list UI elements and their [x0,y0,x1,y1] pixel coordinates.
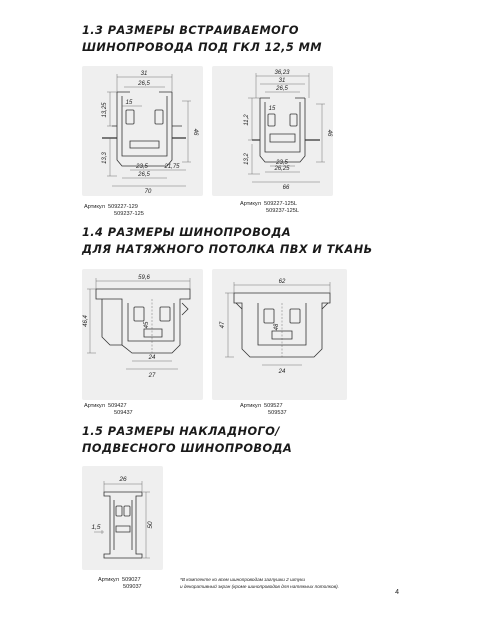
article-label: Артикул [84,403,105,409]
dim-label: 45 [144,321,150,328]
profile-drawing: 36,23 31 26,5 15 11,2 13,2 46 23,5 26,25… [244,70,332,191]
dim-label: 15 [126,100,133,106]
article-label: Артикул [84,204,105,210]
footnote-line: и декоративный экран (кроме шинопроводов… [180,583,339,589]
footnote-line: *В комплекте ко всем шинопроводам заглуш… [180,577,305,582]
article-caption: Артикул 509227-125L 509237-125L [240,201,299,215]
heading-line: 1.3 РАЗМЕРЫ ВСТРАИВАЕМОГО [82,24,299,37]
dim-label: 48 [274,323,280,330]
section-1-3-heading: 1.3 РАЗМЕРЫ ВСТРАИВАЕМОГО ШИНОПРОВОДА ПО… [82,22,322,56]
dim-label: 31 [279,78,286,84]
footnote: *В комплекте ко всем шинопроводам заглуш… [180,577,339,590]
dim-label: 26,5 [137,81,150,87]
dim-label: 24 [278,369,286,375]
article-number: 509427 [107,403,127,409]
dim-label: 11,2 [244,114,250,126]
dim-label: 23,5 [135,164,148,170]
article-number: 509537 [268,410,287,417]
dim-label: 46 [192,129,198,136]
heading-line: 1.5 РАЗМЕРЫ НАКЛАДНОГО/ [82,425,280,438]
article-caption: Артикул 509427 509437 [84,403,133,417]
article-number: 509227-129 [107,204,138,210]
dim-label: 1,5 [91,524,100,531]
dim-label: 13,25 [102,102,108,118]
dim-label: 50 [147,521,154,529]
heading-line: ПОДВЕСНОГО ШИНОПРОВОДА [82,442,293,455]
dim-label: 26,5 [137,172,150,178]
article-label: Артикул [240,201,261,207]
article-caption: Артикул 509227-129 509237-125 [84,204,144,218]
article-number: 509237-125 [114,211,144,218]
heading-line: ДЛЯ НАТЯЖНОГО ПОТОЛКА ПВХ И ТКАНЬ [82,243,373,256]
dim-label: 47 [220,321,226,328]
heading-line: 1.4 РАЗМЕРЫ ШИНОПРОВОДА [82,226,292,239]
dim-label: 62 [279,279,286,285]
section-1-5-heading: 1.5 РАЗМЕРЫ НАКЛАДНОГО/ ПОДВЕСНОГО ШИНОП… [82,423,292,457]
profile-drawing: 59,6 46,4 45 24 27 [83,275,191,379]
dim-label: 15 [269,106,276,112]
drawing-509427: 59,6 46,4 45 24 27 [82,269,203,400]
article-label: Артикул [240,403,261,409]
article-caption: Артикул 509027 509037 [98,577,142,591]
dim-label: 13,2 [244,153,250,165]
dim-label: 46,4 [83,315,89,327]
article-number: 509237-125L [266,208,299,215]
dim-label: 21,75 [163,164,180,170]
drawing-509227-129: 31 26,5 15 13,25 13,3 46 23,5 21,75 26,5… [82,66,203,196]
article-number: 509027 [121,577,141,583]
article-number: 509527 [263,403,283,409]
article-caption: Артикул 509527 509537 [240,403,287,417]
article-number: 509227-125L [263,201,297,207]
dim-label: 26,25 [273,166,290,172]
dim-label: 23,5 [275,160,288,166]
dim-label: 26,5 [275,86,288,92]
dim-label: 36,23 [274,70,290,76]
dim-label: 66 [283,185,290,191]
page-number: 4 [395,589,399,596]
dim-label: 59,6 [138,275,150,281]
profile-drawing: 26 1,5 50 [91,476,154,559]
drawing-509527: 62 47 48 24 [212,269,347,400]
dim-label: 13,3 [102,152,108,164]
dim-label: 27 [148,373,156,379]
dim-label: 26 [118,476,127,483]
heading-line: ШИНОПРОВОДА ПОД ГКЛ 12,5 ММ [82,41,322,54]
dim-label: 31 [141,71,148,77]
article-label: Артикул [98,577,119,583]
article-number: 509037 [123,584,142,591]
drawing-509227-125l: 36,23 31 26,5 15 11,2 13,2 46 23,5 26,25… [212,66,333,196]
profile-drawing: 31 26,5 15 13,25 13,3 46 23,5 21,75 26,5… [102,71,198,195]
dim-label: 46 [326,130,332,137]
drawing-509027: 26 1,5 50 [82,466,163,570]
section-1-4-heading: 1.4 РАЗМЕРЫ ШИНОПРОВОДА ДЛЯ НАТЯЖНОГО ПО… [82,224,373,258]
dim-label: 70 [145,189,152,195]
dim-label: 24 [148,355,156,361]
article-number: 509437 [114,410,133,417]
profile-drawing: 62 47 48 24 [220,279,331,375]
